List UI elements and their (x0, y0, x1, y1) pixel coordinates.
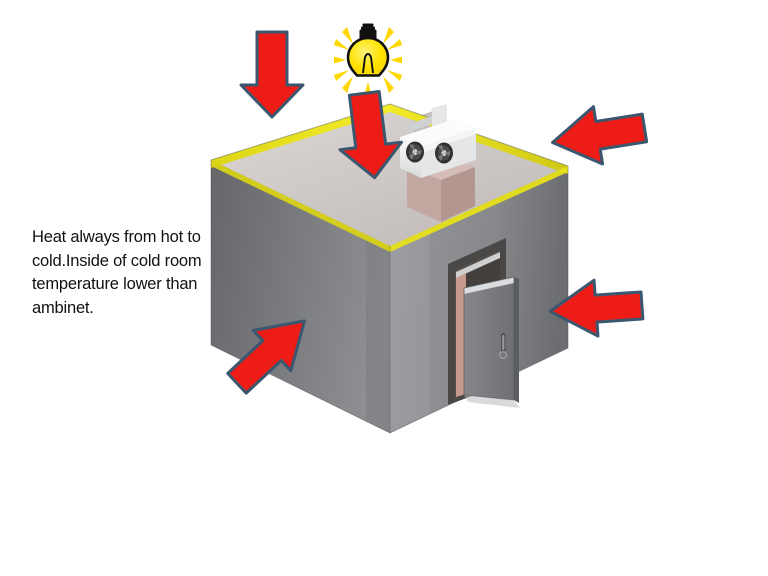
storage-crate-right (441, 167, 475, 222)
bulb-base-ring-1 (361, 26, 375, 30)
evaporator-side-shade (421, 128, 476, 153)
door-leaf[interactable] (464, 277, 514, 400)
right-wall-shading (390, 228, 430, 433)
door-leaf-top-edge (464, 277, 514, 294)
arrow-top-center-down (338, 90, 404, 180)
door-handle[interactable] (499, 333, 508, 360)
arrow-right-upper-left (551, 105, 649, 166)
yellow-edge-trim-inner-right (390, 166, 568, 252)
yellow-edge-trim (211, 104, 390, 168)
caption-text: Heat always from hot to cold.Inside of c… (32, 228, 202, 317)
door-hinge-gap (456, 268, 466, 397)
bulb-filament (362, 53, 374, 74)
arrow-top-left-down (239, 30, 305, 119)
arrow-right-lower-left (548, 278, 645, 338)
evaporator-top (400, 119, 476, 147)
evaporator-bracket-arm (409, 116, 432, 132)
arrow-bottom-left-up (226, 319, 307, 395)
bulb-base-ring-2 (362, 23, 374, 27)
cold-room-door[interactable] (448, 238, 520, 408)
evaporator-unit (400, 104, 476, 178)
sun-lamp-icon (334, 23, 402, 94)
evaporator-fan-1 (406, 141, 424, 163)
front-corner-shading (366, 236, 390, 433)
bulb-base (359, 29, 377, 39)
door-header-strip (456, 252, 500, 278)
room-outline (210, 103, 569, 434)
door-leaf-outer-edge (514, 277, 519, 403)
lamp-rays (334, 26, 402, 94)
yellow-edge-trim-inner-left (211, 160, 390, 252)
door-floor-shadow (464, 395, 520, 408)
evaporator-fan-2 (435, 142, 453, 164)
bulb-glass (346, 36, 390, 77)
storage-crate-left (407, 166, 441, 222)
